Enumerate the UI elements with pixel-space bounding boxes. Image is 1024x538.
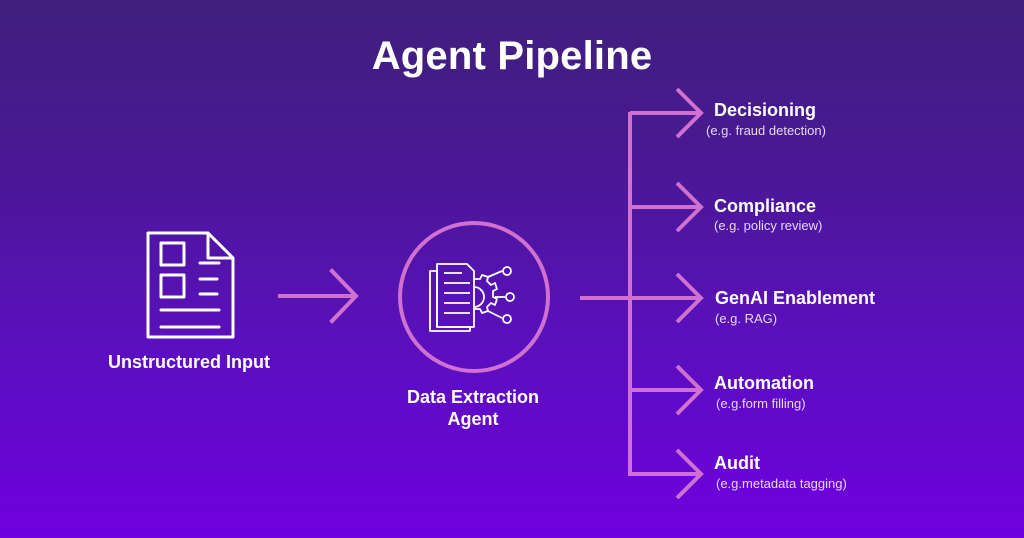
node	[505, 292, 515, 302]
gear-teeth	[474, 274, 498, 314]
branch-arrow	[675, 272, 704, 324]
arrow-head	[675, 272, 704, 324]
agent-circle	[398, 221, 550, 373]
output-title: Automation	[714, 373, 814, 393]
agent-label-line1: Data Extraction	[406, 387, 540, 407]
output-title: GenAI Enablement	[715, 288, 876, 308]
arrow-head	[675, 87, 704, 139]
back-page	[429, 270, 471, 332]
branch-connector	[580, 112, 700, 476]
gear-half	[473, 286, 485, 308]
node	[502, 266, 512, 276]
branch-arrow	[630, 364, 704, 416]
output-subtitle: (e.g. fraud detection)	[706, 123, 826, 138]
arrow-head	[675, 181, 704, 233]
diagram-title: Agent Pipeline	[371, 34, 653, 78]
output-title: Compliance	[714, 196, 817, 216]
input-label: Unstructured Input	[108, 352, 270, 372]
node	[502, 314, 512, 324]
output-subtitle: (e.g. policy review)	[714, 218, 823, 233]
form-box-2	[159, 273, 186, 299]
arrow-head	[675, 364, 704, 416]
branch-arrows	[630, 87, 704, 500]
arrow-head	[675, 448, 704, 500]
arrow-input-to-agent	[278, 268, 359, 324]
output-title: Decisioning	[714, 100, 817, 120]
front-page	[436, 263, 475, 328]
output-subtitle: (e.g. RAG)	[715, 311, 778, 326]
document-network-gear-icon	[429, 263, 515, 332]
branch-arrow	[630, 87, 704, 139]
agent-label-line2: Agent	[447, 409, 499, 429]
output-subtitle: (e.g.form filling)	[716, 396, 806, 411]
output-subtitle: (e.g.metadata tagging)	[716, 476, 847, 491]
document-form-icon	[146, 231, 235, 339]
form-box-1	[159, 241, 186, 267]
document-outline	[146, 231, 235, 339]
output-title: Audit	[714, 453, 760, 473]
branch-arrow	[630, 181, 704, 233]
branch-arrow	[630, 448, 704, 500]
document-fold	[206, 231, 235, 260]
agent-label: Data Extraction Agent	[383, 386, 563, 430]
